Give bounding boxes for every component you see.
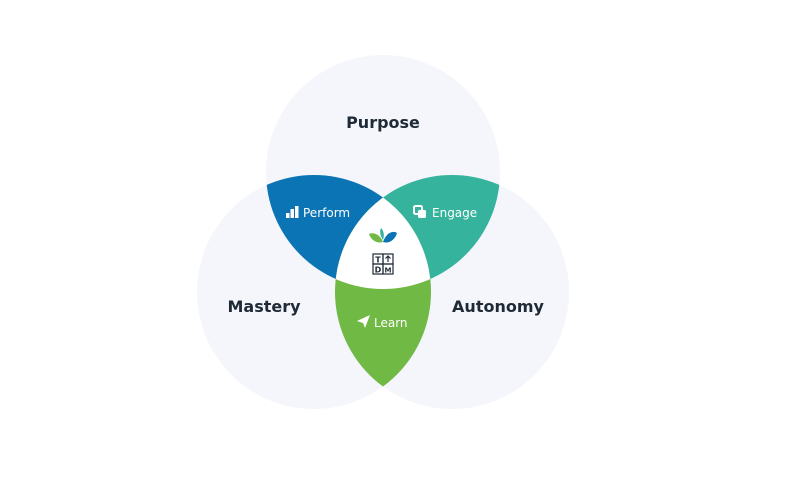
learn-icon [357,315,370,328]
block-letter-d: D [375,266,382,275]
petal-label-learn: Learn [374,316,408,330]
arrow-up-icon [385,255,391,262]
block-letter-t: T [375,256,381,265]
label-autonomy: Autonomy [452,297,544,316]
block-letter-m: M [385,267,392,275]
petal-label-engage: Engage [432,206,477,220]
perform-icon [286,206,299,218]
label-mastery: Mastery [227,297,301,316]
petal-label-perform: Perform [303,206,350,220]
sprout-icon [369,228,397,243]
block-br [382,263,394,275]
tdm-blocks-logo: T D M [372,253,394,275]
engage-icon [413,205,426,218]
label-purpose: Purpose [346,113,420,132]
